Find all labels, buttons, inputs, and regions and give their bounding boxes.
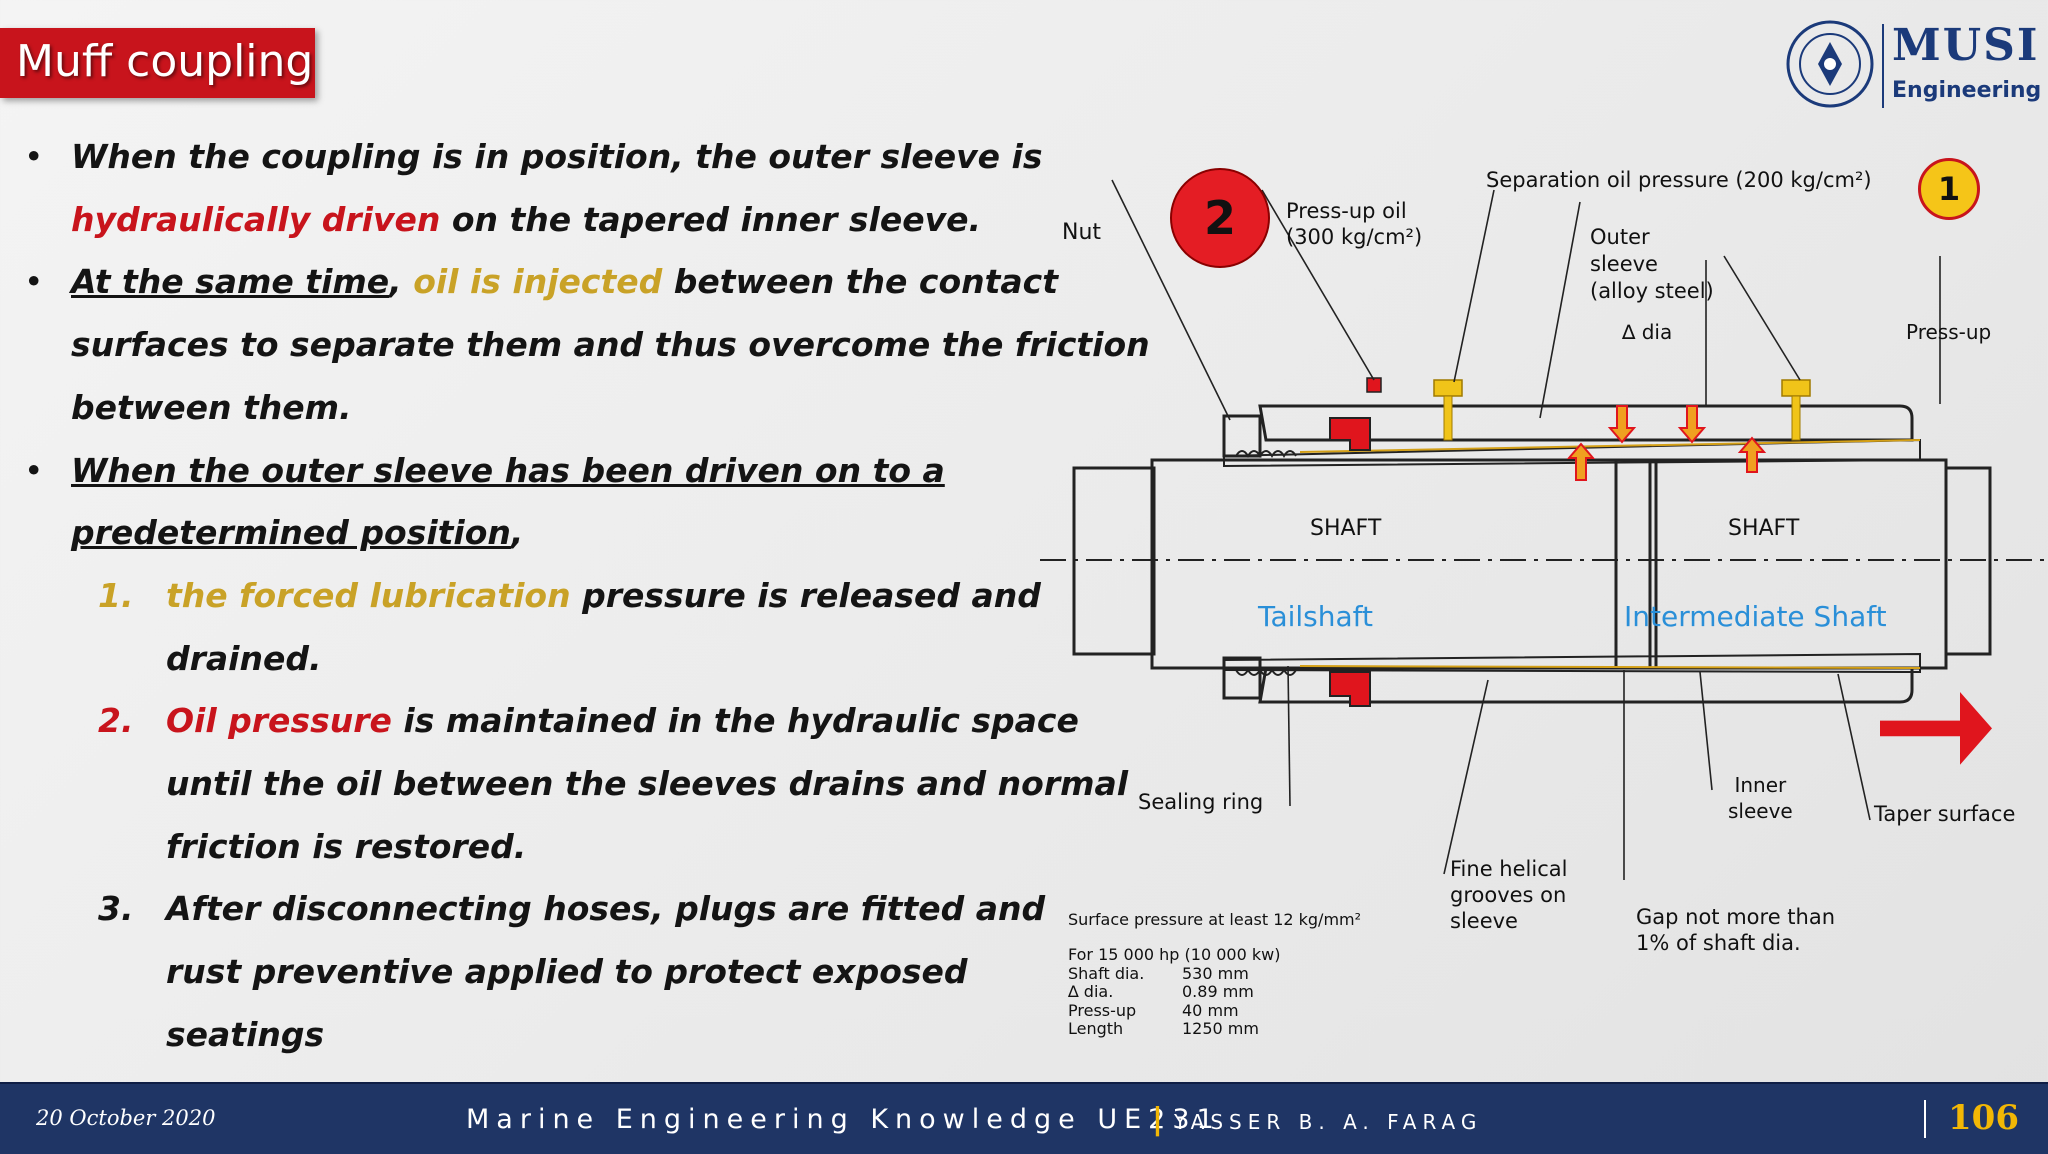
step-number: 3. [98, 889, 134, 929]
step-number: 1. [98, 575, 134, 615]
label-delta-dia: ∆ dia [1622, 320, 1673, 344]
step-number: 2. [98, 701, 134, 741]
step-line: rust preventive applied to protect expos… [166, 952, 968, 992]
label-pressup: Press-up [1906, 320, 1992, 344]
badge-2: 2 [1170, 168, 1270, 268]
label-shaft-right: SHAFT [1728, 516, 1800, 541]
label-separation-pressure: Separation oil pressure (200 kg/cm²) [1486, 168, 1872, 192]
label-shaft-left: SHAFT [1310, 516, 1382, 541]
footer-divider [1924, 1100, 1926, 1138]
slide-footer: 20 October 2020 Marine Engineering Knowl… [0, 1082, 2048, 1154]
bullet-line: predetermined position, [71, 513, 524, 553]
step-line: the forced lubrication pressure is relea… [166, 575, 1041, 615]
step-line: After disconnecting hoses, plugs are fit… [166, 889, 1046, 929]
badge-1: 1 [1918, 158, 1980, 220]
logo-org: MUSI [1892, 20, 2040, 71]
bullet-dot: • [24, 450, 44, 490]
label-surface-pressure: Surface pressure at least 12 kg/mm² [1068, 910, 1362, 929]
logo-dept: Engineering [1892, 78, 2042, 103]
coupling-drawing [1040, 179, 2048, 880]
step-line: drained. [166, 638, 322, 678]
bullet-line: between them. [71, 387, 352, 427]
muff-coupling-diagram: Nut 2 Press-up oil(300 kg/cm²) Separatio… [1040, 150, 2048, 1050]
emblem-icon [1786, 20, 1874, 108]
label-sealing-ring: Sealing ring [1138, 790, 1264, 814]
label-taper-surface: Taper surface [1874, 802, 2016, 826]
label-tailshaft: Tailshaft [1258, 600, 1374, 633]
step-line: friction is restored. [166, 826, 527, 866]
spec-table: For 15 000 hp (10 000 kw) Shaft dia.530 … [1068, 945, 1281, 1038]
slide-title: Muff coupling [16, 36, 314, 87]
bullet-dot: • [24, 137, 44, 176]
footer-date: 20 October 2020 [36, 1106, 216, 1130]
footer-course: Marine Engineering Knowledge UE231 [466, 1104, 1221, 1135]
step-line: Oil pressure is maintained in the hydrau… [166, 701, 1079, 741]
logo-divider [1882, 24, 1884, 108]
label-nut: Nut [1062, 220, 1102, 245]
footer-separator: | [1152, 1102, 1163, 1137]
bullet-line: When the coupling is in position, the ou… [71, 137, 1043, 176]
spec-header: For 15 000 hp (10 000 kw) [1068, 945, 1281, 964]
bullet-line: When the outer sleeve has been driven on… [71, 450, 945, 490]
slide-title-box: Muff coupling [0, 28, 315, 98]
step-line: seatings [166, 1014, 325, 1054]
direction-arrow-icon [1880, 692, 1992, 765]
pressure-arrows-icon [1566, 405, 1767, 481]
bullet-line: surfaces to separate them and thus overc… [71, 325, 1150, 365]
label-intermediate-shaft: Intermediate Shaft [1624, 600, 1887, 633]
step-line: until the oil between the sleeves drains… [166, 764, 1129, 803]
musi-logo: MUSI Engineering [1782, 14, 2041, 114]
bullet-dot: • [24, 262, 44, 302]
bullet-line: hydraulically driven on the tapered inne… [71, 199, 982, 239]
footer-author: YASSER B. A. FARAG [1174, 1110, 1483, 1134]
label-pressup-oil: Press-up oil(300 kg/cm²) [1286, 199, 1423, 249]
bullet-line: At the same time, oil is injected betwee… [71, 262, 1059, 302]
page-number: 106 [1948, 1098, 2019, 1138]
